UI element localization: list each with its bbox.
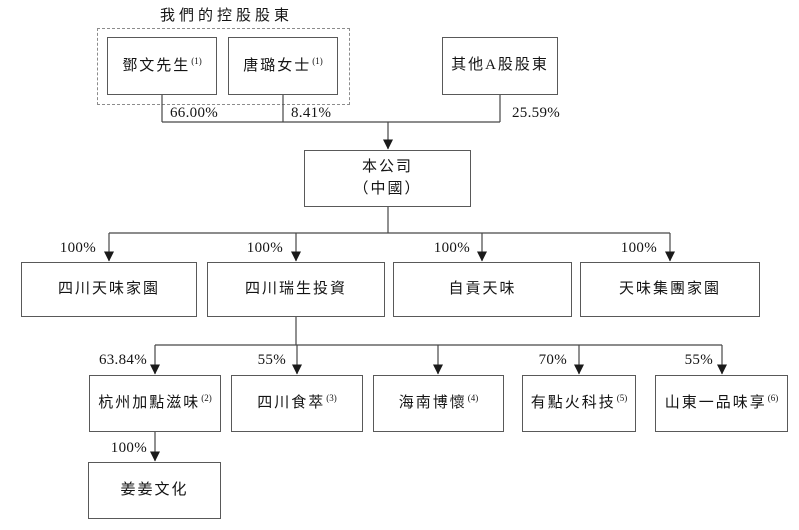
footnote-marker: (2): [201, 393, 212, 404]
entity-name: 天味集團家園: [618, 280, 721, 297]
box-jiangjiang-culture: 姜姜文化: [88, 462, 221, 519]
entity-name: 海南博懷(4): [399, 392, 479, 415]
box-tianwei-group-jiayuan: 天味集團家園: [580, 262, 760, 317]
ownership-label-other-a: 25.59%: [512, 105, 561, 121]
ownership-label-l2-3: 100%: [620, 240, 657, 256]
ownership-label-l3-3: 70%: [538, 352, 567, 368]
box-hainan-bohuai: 海南博懷(4): [373, 375, 504, 432]
ownership-label-l3-0: 63.84%: [98, 352, 147, 368]
controlling-shareholders-label: 我們的控股股東: [160, 8, 294, 24]
entity-name-text: 山東一品味享: [664, 395, 767, 412]
entity-name-text: 海南博懷: [398, 395, 467, 412]
entity-name: 唐璐女士(1): [243, 55, 323, 78]
box-other-a-share-holders: 其他A股股東: [442, 37, 558, 95]
entity-name: 姜姜文化: [120, 481, 189, 498]
company-location: （中國）: [353, 180, 422, 197]
box-youdianhuo-technology: 有點火科技(5): [522, 375, 636, 432]
entity-name: 四川食萃(3): [257, 392, 337, 415]
box-parent-company: 本公司 （中國）: [304, 150, 471, 207]
entity-name-text: 有點火科技: [530, 395, 616, 412]
ownership-label-l4: 100%: [110, 440, 147, 456]
company-name: 本公司: [361, 158, 413, 175]
ownership-label-l3-4: 55%: [684, 352, 713, 368]
box-zigong-tianwei: 自貢天味: [393, 262, 572, 317]
box-deng-wen: 鄧文先生(1): [107, 37, 217, 95]
entity-name-text: 鄧文先生: [122, 57, 191, 74]
entity-name-text: 唐璐女士: [243, 57, 312, 74]
entity-name-text: 四川食萃: [257, 395, 326, 412]
footnote-marker: (1): [312, 55, 323, 66]
entity-name: 有點火科技(5): [531, 392, 628, 415]
ownership-label-l3-1: 55%: [257, 352, 286, 368]
box-sichuan-ruisheng-investment: 四川瑞生投資: [207, 262, 385, 317]
controlling-shareholders-group-outline: [97, 28, 350, 105]
entity-name: 四川瑞生投資: [244, 280, 347, 297]
ownership-label-l2-0: 100%: [59, 240, 96, 256]
footnote-marker: (3): [326, 393, 337, 404]
entity-name: 山東一品味享(6): [665, 392, 779, 415]
ownership-label-l2-2: 100%: [433, 240, 470, 256]
footnote-marker: (4): [467, 393, 479, 404]
entity-name: 四川天味家園: [57, 280, 160, 297]
entity-name-text: 杭州加點滋味: [98, 395, 201, 412]
ownership-label-deng: 66.00%: [170, 105, 219, 121]
box-hangzhou-jiadian-ziwei: 杭州加點滋味(2): [89, 375, 221, 432]
ownership-label-l2-1: 100%: [246, 240, 283, 256]
box-shandong-yipin-weixiang: 山東一品味享(6): [655, 375, 788, 432]
box-tang-lu: 唐璐女士(1): [228, 37, 338, 95]
entity-name: 自貢天味: [448, 280, 517, 297]
box-sichuan-shicui: 四川食萃(3): [231, 375, 363, 432]
ownership-label-tang: 8.41%: [291, 105, 332, 121]
footnote-marker: (1): [191, 55, 202, 66]
box-sichuan-tianwei-jiayuan: 四川天味家園: [21, 262, 197, 317]
footnote-marker: (5): [616, 393, 628, 404]
footnote-marker: (6): [767, 393, 779, 404]
entity-name: 鄧文先生(1): [122, 55, 202, 78]
entity-name: 其他A股股東: [451, 57, 549, 74]
entity-name: 杭州加點滋味(2): [98, 392, 212, 415]
